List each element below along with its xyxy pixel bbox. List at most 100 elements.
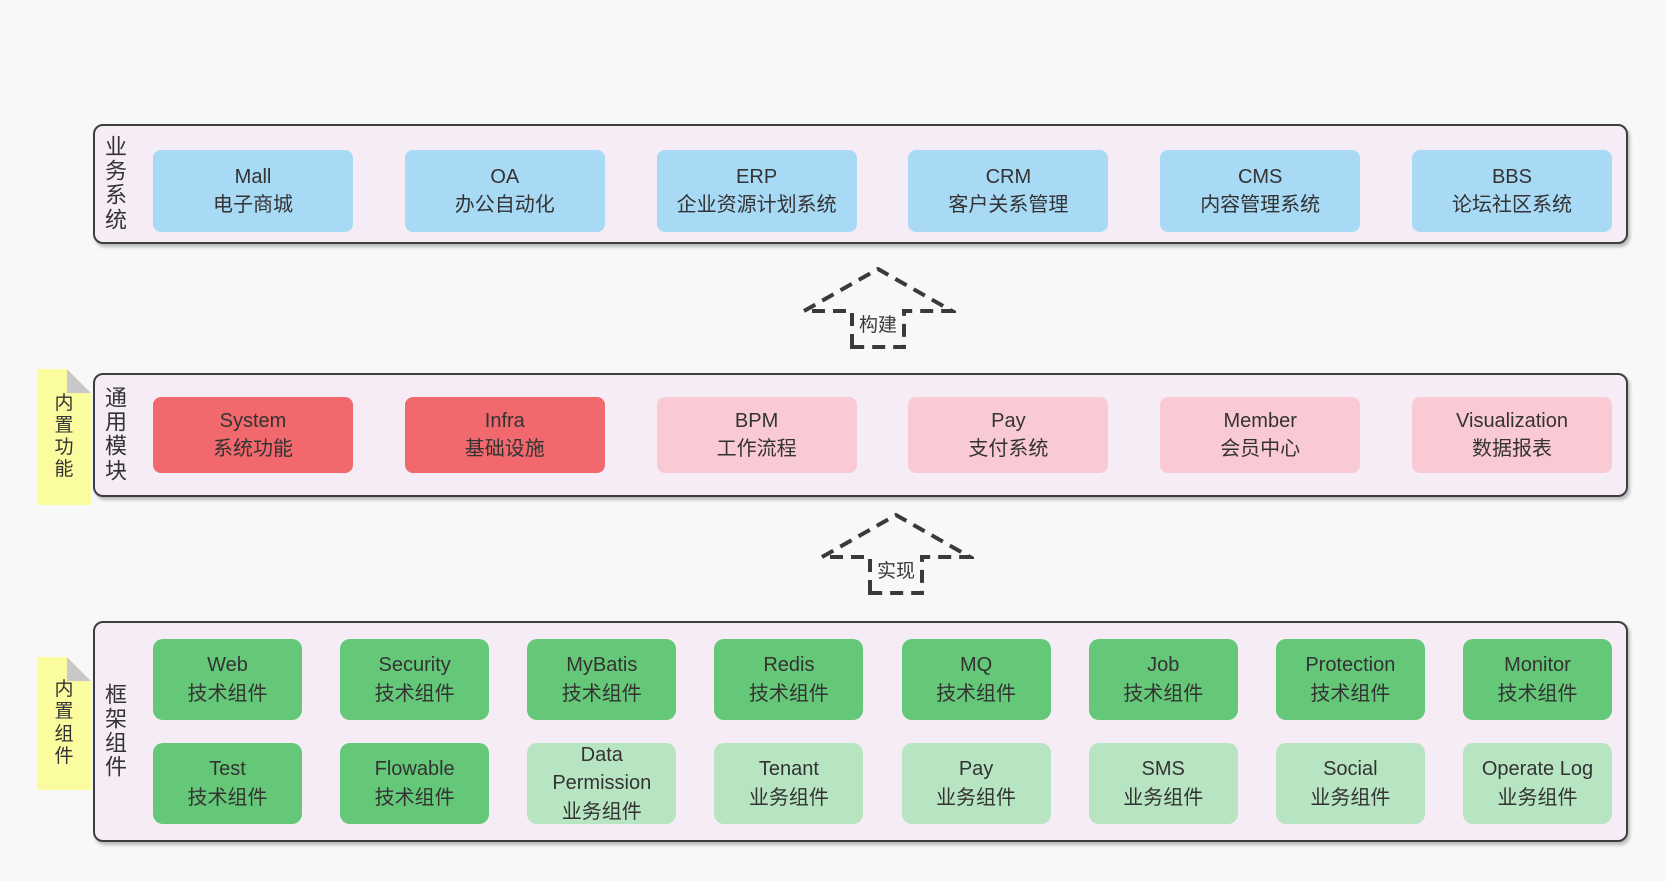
layer-label-modules: 通用模块 (104, 385, 127, 484)
arrow-implement: 实现 (818, 511, 974, 595)
box-subtitle: 业务组件 (936, 786, 1017, 809)
box-title: BBS (1491, 165, 1532, 188)
box-subtitle: 办公自动化 (454, 194, 555, 216)
box-subtitle: 支付系统 (968, 438, 1049, 460)
box-title: Operate Log (1481, 758, 1594, 781)
box-subtitle: 技术组件 (1310, 682, 1391, 705)
box-protection: Protection 技术组件 (1275, 639, 1425, 720)
box-title: System (219, 409, 287, 432)
box-test: Test 技术组件 (153, 743, 302, 824)
box-title: Test (209, 758, 246, 781)
box-subtitle: 技术组件 (374, 786, 455, 809)
box-subtitle: 会员中心 (1220, 438, 1301, 460)
box-subtitle: 电子商城 (213, 194, 293, 216)
box-tenant: Tenant 业务组件 (714, 743, 864, 824)
box-title: MQ (959, 654, 993, 677)
box-cms: CMS 内容管理系统 (1160, 150, 1361, 232)
box-title: Flowable (374, 758, 455, 781)
box-title: Social (1323, 758, 1378, 781)
box-title: MyBatis (566, 654, 638, 677)
dashed-up-arrow-icon (818, 512, 974, 595)
box-title: CRM (985, 165, 1032, 188)
box-title: BPM (734, 409, 779, 432)
box-oa: OA 办公自动化 (404, 150, 605, 232)
box-title: Job (1147, 654, 1180, 677)
box-mall: Mall 电子商城 (153, 150, 353, 232)
box-crm: CRM 客户关系管理 (908, 150, 1109, 232)
arrow-build: 构建 (800, 265, 956, 349)
box-title: SMS (1141, 758, 1185, 781)
box-subtitle: 业务组件 (748, 786, 829, 809)
box-visualization: Visualization 数据报表 (1411, 397, 1612, 473)
box-title: OA (490, 165, 520, 188)
layer-common-modules: 通用模块 System 系统功能 Infra 基础设施 BPM 工作流程 Pay… (93, 373, 1628, 497)
box-title: Data Permission (552, 743, 652, 795)
box-bbs: BBS 论坛社区系统 (1411, 150, 1612, 232)
box-pay: Pay 支付系统 (908, 397, 1109, 473)
sticky-note-builtin-components: 内置组件 (37, 657, 91, 790)
box-subtitle: 工作流程 (716, 438, 797, 460)
box-sms: SMS 业务组件 (1088, 743, 1238, 824)
box-subtitle: 技术组件 (561, 682, 642, 705)
sticky-note-text: 内置功能 (54, 392, 74, 481)
sticky-note-builtin-features: 内置功能 (37, 369, 91, 505)
box-subtitle: 企业资源计划系统 (676, 194, 837, 216)
box-title: CMS (1237, 165, 1283, 188)
box-flowable: Flowable 技术组件 (340, 743, 490, 824)
sticky-note-text: 内置组件 (54, 679, 74, 767)
box-title: Member (1223, 409, 1297, 432)
box-title: Mall (234, 165, 272, 188)
box-title: Pay (991, 409, 1026, 432)
box-title: ERP (736, 165, 778, 188)
box-member: Member 会员中心 (1160, 397, 1361, 473)
business-box-row: Mall 电子商城 OA 办公自动化 ERP 企业资源计划系统 CRM 客户关系… (153, 150, 1612, 232)
box-system: System 系统功能 (153, 397, 353, 473)
box-title: Monitor (1504, 654, 1571, 677)
box-subtitle: 业务组件 (1123, 786, 1204, 809)
layer-framework-components: 框架组件 Web 技术组件 Security 技术组件 MyBatis 技术组件… (93, 621, 1628, 842)
modules-box-row: System 系统功能 Infra 基础设施 BPM 工作流程 Pay 支付系统… (153, 397, 1612, 473)
box-title: Pay (958, 758, 994, 781)
box-subtitle: 业务组件 (561, 800, 642, 823)
box-subtitle: 技术组件 (936, 682, 1017, 705)
box-subtitle: 技术组件 (1123, 682, 1204, 705)
dashed-up-arrow-icon (800, 266, 956, 349)
box-subtitle: 论坛社区系统 (1451, 194, 1572, 216)
box-subtitle: 基础设施 (464, 438, 545, 460)
box-redis: Redis 技术组件 (714, 639, 864, 720)
box-title: Redis (763, 654, 815, 677)
layer-business-systems: 业务系统 Mall 电子商城 OA 办公自动化 ERP 企业资源计划系统 CRM… (93, 124, 1628, 244)
box-subtitle: 技术组件 (748, 682, 829, 705)
box-subtitle: 内容管理系统 (1200, 194, 1321, 216)
box-subtitle: 业务组件 (1497, 786, 1578, 809)
box-pay-component: Pay 业务组件 (901, 743, 1051, 824)
box-mq: MQ 技术组件 (901, 639, 1051, 720)
box-subtitle: 技术组件 (187, 682, 268, 705)
box-subtitle: 技术组件 (374, 682, 455, 705)
arrow-build-label: 构建 (855, 310, 901, 338)
box-mybatis: MyBatis 技术组件 (527, 639, 677, 720)
box-title: Protection (1305, 654, 1396, 677)
box-subtitle: 数据报表 (1471, 438, 1552, 460)
box-social: Social 业务组件 (1275, 743, 1425, 824)
box-job: Job 技术组件 (1088, 639, 1238, 720)
box-title: Visualization (1456, 409, 1568, 432)
box-subtitle: 业务组件 (1310, 786, 1391, 809)
box-subtitle: 技术组件 (1497, 682, 1578, 705)
box-data-permission: Data Permission 业务组件 (527, 743, 677, 824)
box-infra: Infra 基础设施 (404, 397, 605, 473)
box-subtitle: 系统功能 (213, 438, 293, 460)
box-monitor: Monitor 技术组件 (1462, 639, 1612, 720)
box-security: Security 技术组件 (340, 639, 490, 720)
components-box-row-1: Web 技术组件 Security 技术组件 MyBatis 技术组件 Redi… (153, 639, 1612, 720)
box-subtitle: 技术组件 (187, 786, 268, 809)
arrow-implement-label: 实现 (873, 556, 919, 584)
box-title: Security (378, 654, 451, 677)
box-title: Web (207, 654, 248, 677)
layer-label-components: 框架组件 (104, 682, 127, 780)
box-web: Web 技术组件 (153, 639, 302, 720)
box-erp: ERP 企业资源计划系统 (656, 150, 857, 232)
box-bpm: BPM 工作流程 (656, 397, 857, 473)
layer-label-business: 业务系统 (104, 134, 127, 233)
